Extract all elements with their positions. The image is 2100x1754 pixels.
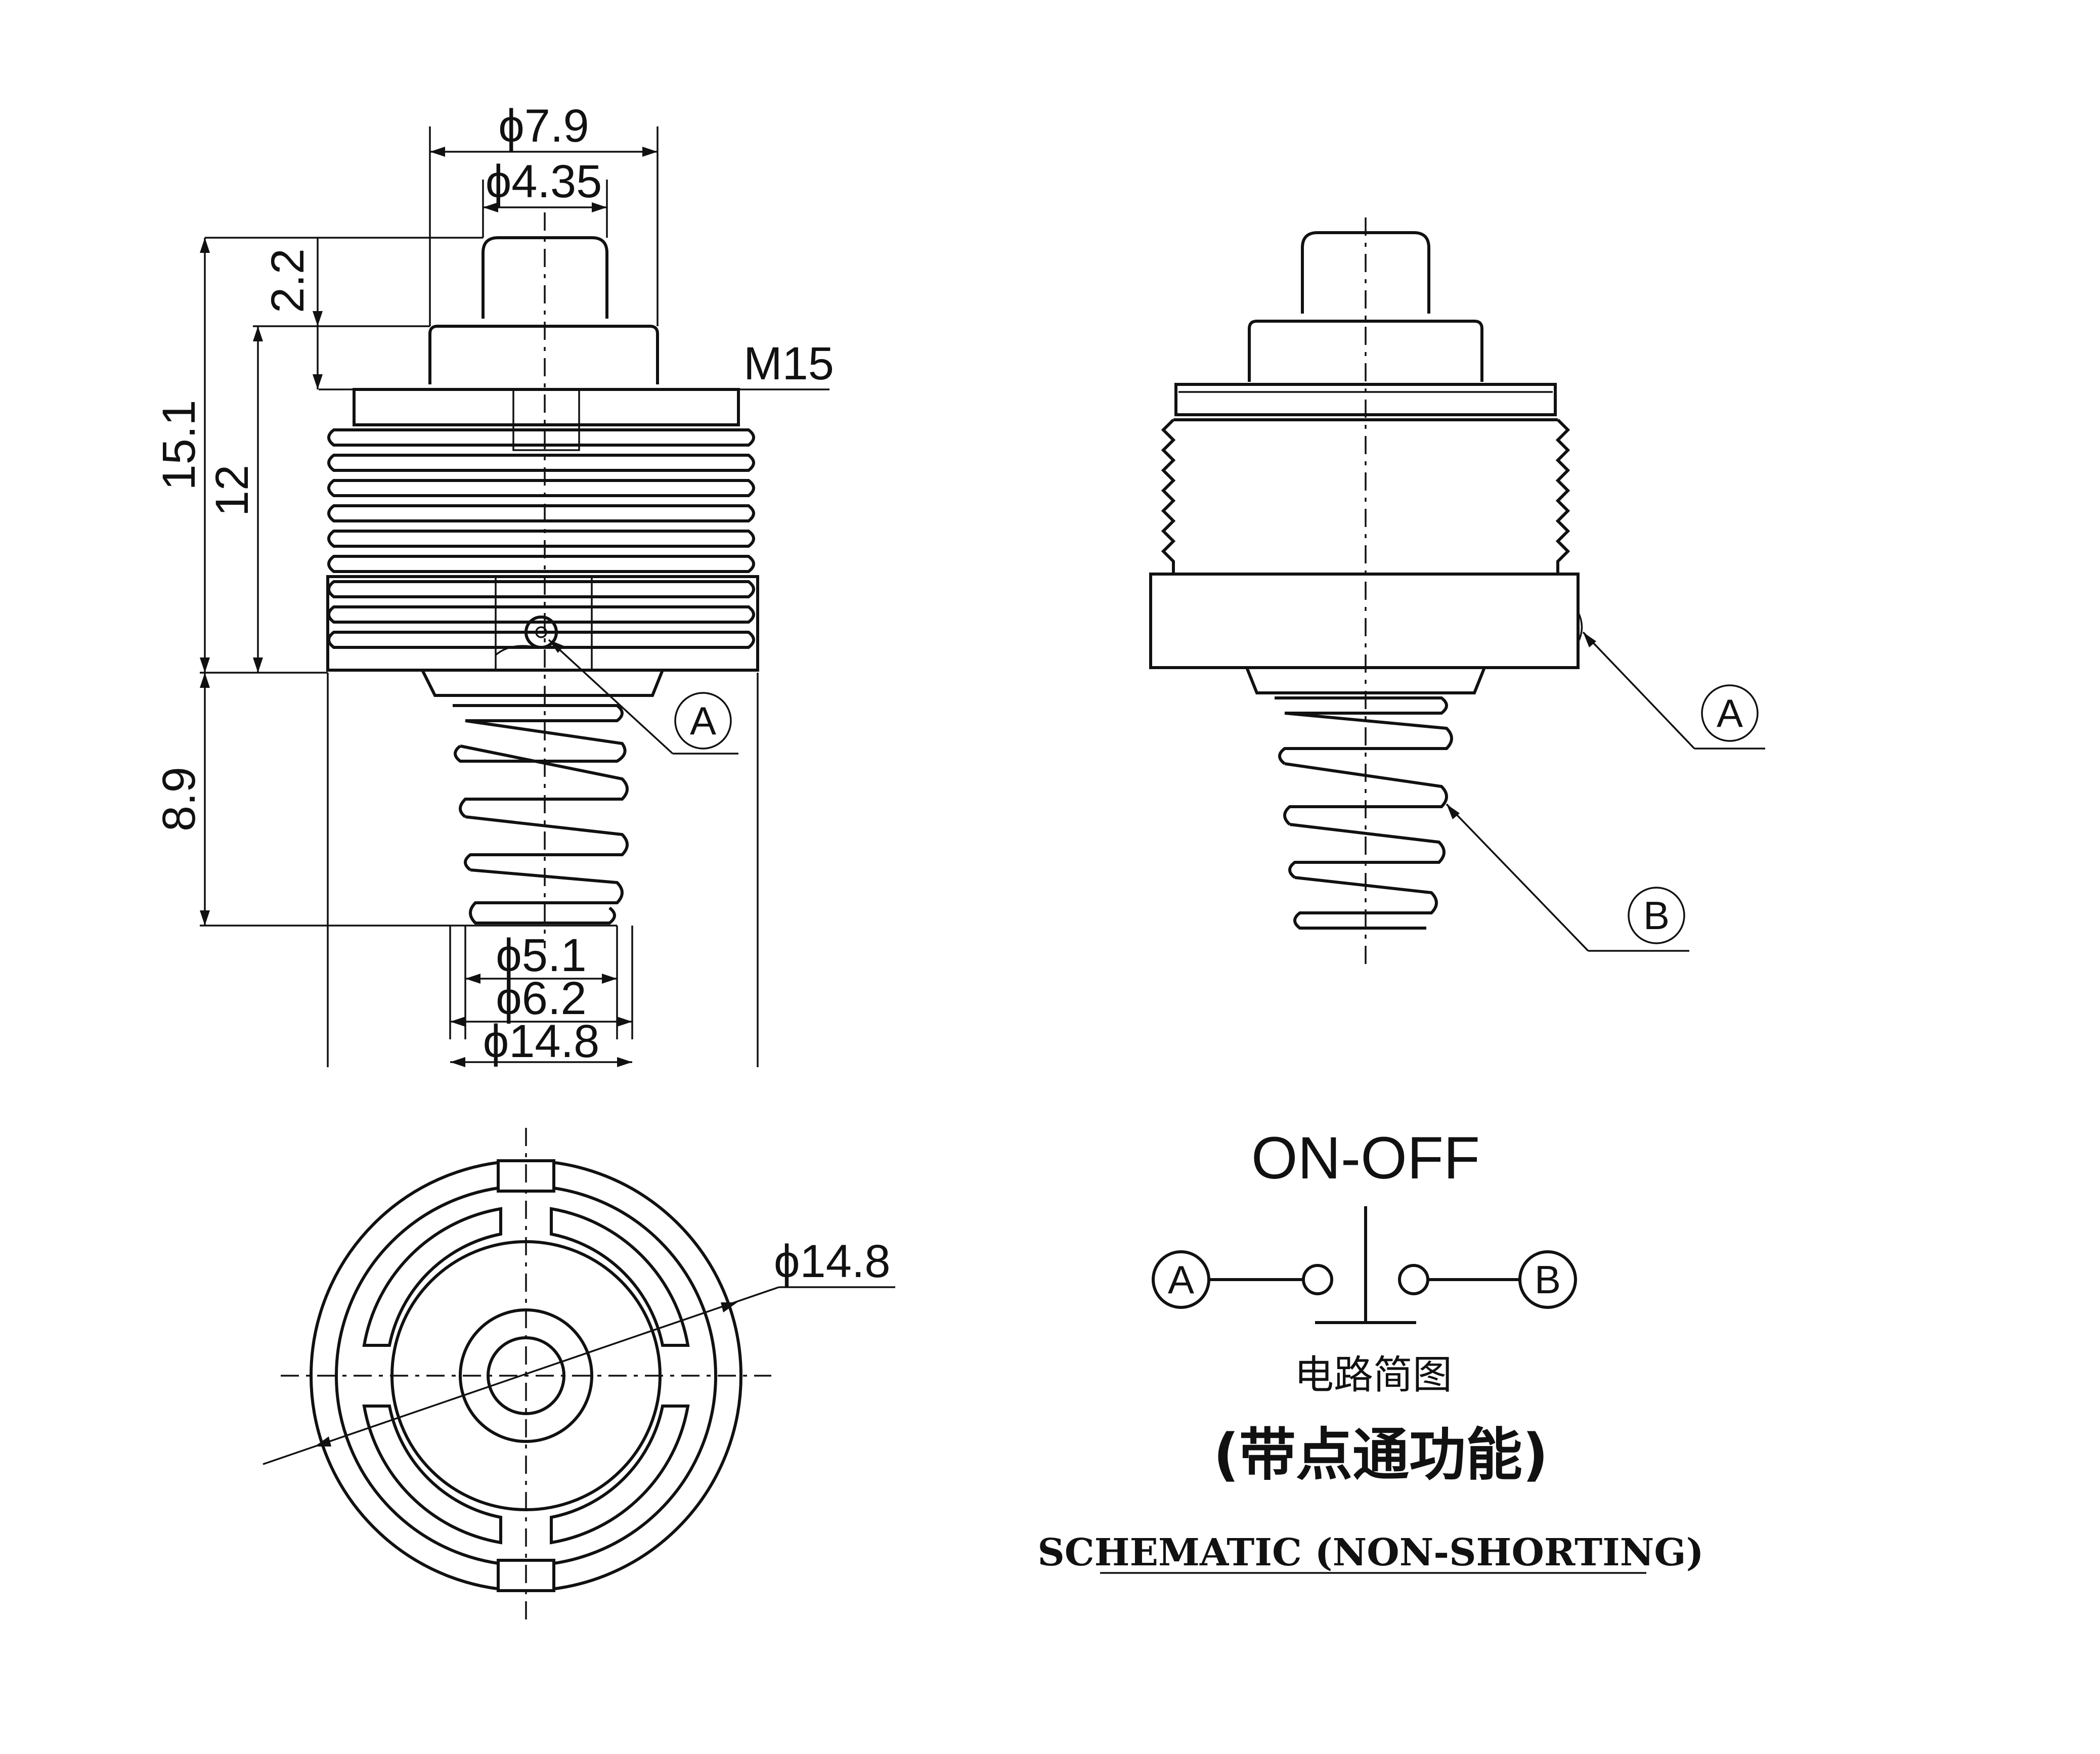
cap (428, 325, 659, 384)
schematic: ON-OFF A B 电路简图 (带点通功能) SCHEMATIC (NON-S… (1037, 1125, 1703, 1574)
spring (453, 704, 629, 925)
dim-plunger-height: 2.2 (262, 248, 314, 313)
plan-view: ϕ14.8 (262, 1128, 895, 1624)
schematic-terminal-b (1518, 1250, 1577, 1309)
side-hex-body (1149, 573, 1580, 669)
dim-total-height: 15.1 (153, 400, 205, 490)
schematic-terminal-b-label: B (1535, 1257, 1561, 1302)
dim-thread: M15 (743, 338, 834, 389)
side-callout-a-bubble (1701, 684, 1759, 742)
side-spring (1275, 696, 1453, 930)
side-thread-left (1161, 418, 1176, 574)
dim-top-diameter: ϕ7.9 (498, 100, 589, 152)
callout-a-label: A (690, 698, 716, 743)
dim-body-height: 12 (206, 465, 258, 516)
side-thread-right (1555, 418, 1570, 574)
dim-spring-big-diameter: ϕ6.2 (496, 973, 586, 1024)
schematic-contact-a (1302, 1264, 1333, 1295)
callout-a-bubble (674, 692, 732, 750)
dim-spring-height: 8.9 (153, 767, 205, 831)
schematic-terminal-a-label: A (1168, 1257, 1194, 1302)
side-view: A B (1149, 217, 1765, 971)
side-cap (1248, 320, 1483, 382)
schematic-contact-b (1398, 1264, 1429, 1295)
side-callout-b-label: B (1643, 893, 1670, 938)
schematic-function-cn: (带点通功能) (1213, 1422, 1548, 1488)
plan-arc-segments (362, 1207, 690, 1545)
dim-spring-small-diameter: ϕ5.1 (496, 930, 586, 981)
terminal-a-hole (524, 616, 558, 649)
side-callout-b-bubble (1628, 887, 1685, 944)
front-dimension-view: ϕ7.9 ϕ4.35 2.2 15.1 12 8.9 M15 ϕ5.1 ϕ6.2… (153, 100, 834, 1067)
schematic-caption-en: SCHEMATIC (NON-SHORTING) (1037, 1531, 1703, 1574)
schematic-caption-cn: 电路简图 (1294, 1352, 1452, 1398)
flange (353, 388, 740, 426)
hex-slot (495, 576, 593, 671)
dim-plan-diameter: ϕ14.8 (774, 1236, 891, 1287)
schematic-terminal-a (1152, 1250, 1210, 1309)
schematic-title: ON-OFF (1251, 1125, 1480, 1192)
thread (327, 428, 755, 649)
bottom-boss (421, 669, 664, 697)
dim-body-bottom-diameter: ϕ14.8 (483, 1016, 600, 1067)
dim-plunger-diameter: ϕ4.35 (486, 156, 602, 207)
flange-slot (512, 388, 580, 451)
side-callout-a-label: A (1717, 691, 1743, 735)
